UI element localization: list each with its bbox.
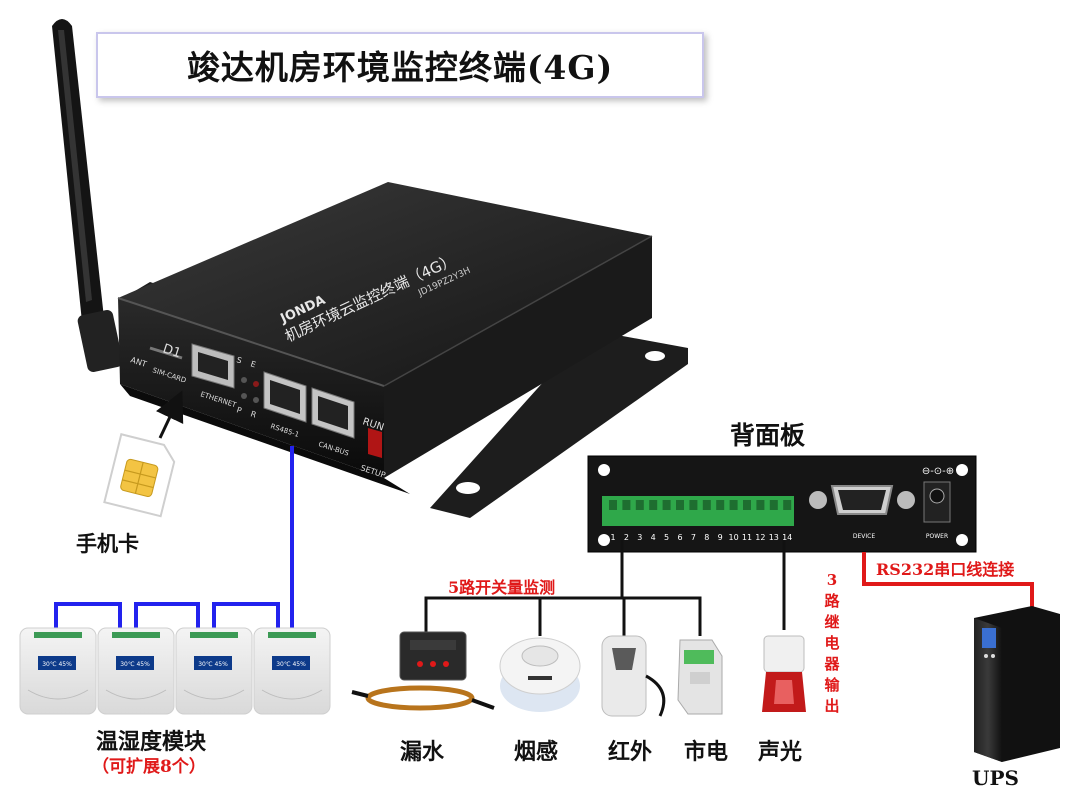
ups-label: UPS <box>972 766 1019 790</box>
terminal-screw[interactable] <box>689 500 698 510</box>
terminal-screw[interactable] <box>756 500 765 510</box>
terminal-screw[interactable] <box>783 500 792 510</box>
can-bus-port[interactable] <box>311 387 355 439</box>
smoke-label: 烟感 <box>514 739 559 765</box>
temp-humidity-module-1: 30℃ 45% <box>19 627 97 715</box>
ethernet-port[interactable] <box>191 343 235 389</box>
mains-power-module-icon <box>677 639 723 715</box>
temp-module-note: （可扩展8个） <box>92 757 206 777</box>
terminal-screw[interactable] <box>676 500 684 510</box>
terminal-screw[interactable] <box>662 500 671 510</box>
temp-humidity-module-4: 30℃ 45% <box>253 627 331 715</box>
smoke-detector-icon <box>499 637 581 712</box>
terminal-number: 11 <box>742 533 752 542</box>
terminal-screw[interactable] <box>702 500 711 510</box>
terminal-number: 5 <box>664 533 669 542</box>
terminal-number: 14 <box>782 533 792 542</box>
terminal-screw[interactable] <box>769 500 778 510</box>
monitoring-terminal-device: ANT D1 SIM-CARD ETHERNET RS485-1 CAN-BUS… <box>117 182 688 518</box>
led-s-label: S <box>235 355 243 365</box>
status-leds <box>241 377 259 403</box>
power-port-label: POWER <box>926 533 948 540</box>
temp-humidity-module-2: 30℃ 45% <box>97 627 175 715</box>
terminal-number: 9 <box>718 533 723 542</box>
rs485-port[interactable] <box>263 371 307 423</box>
switch-monitor-label: 5路开关量监测 <box>448 578 556 597</box>
temp-module-label: 温湿度模块 <box>96 729 207 755</box>
terminal-screw[interactable] <box>635 500 644 510</box>
terminal-screw[interactable] <box>649 500 658 510</box>
rs485-wire <box>54 446 294 628</box>
sensor-display: 30℃ 45% <box>276 661 306 668</box>
page-title: 竣达机房环境监控终端(4G) <box>96 32 704 98</box>
led-e-label: E <box>249 359 257 369</box>
switch-input-wires <box>424 540 702 636</box>
ups-icon <box>974 606 1060 762</box>
db9-serial-port[interactable] <box>809 485 915 515</box>
sim-card-icon <box>103 433 176 518</box>
terminal-number: 1 <box>610 533 615 542</box>
led-p-label: P <box>235 405 243 415</box>
sensor-display: 30℃ 45% <box>198 661 228 668</box>
terminal-screw[interactable] <box>743 500 751 510</box>
rs232-link-label: RS232串口线连接 <box>876 560 1015 579</box>
sim-slot-label: D1 <box>161 342 183 362</box>
sim-card-label-text: 手机卡 <box>76 531 139 556</box>
sensor-display: 30℃ 45% <box>42 661 72 668</box>
water-leak-label: 漏水 <box>400 739 445 765</box>
terminal-screw[interactable] <box>609 500 617 510</box>
setup-switch[interactable] <box>368 428 382 458</box>
terminal-screw[interactable] <box>622 500 631 510</box>
sensor-display: 30℃ 45% <box>120 661 150 668</box>
terminal-block[interactable] <box>602 496 794 526</box>
device-port-label: DEVICE <box>853 533 875 540</box>
terminal-number: 13 <box>769 533 779 542</box>
rs232-wire <box>862 552 1034 612</box>
led-r-label: R <box>249 409 257 419</box>
terminal-screw[interactable] <box>729 500 738 510</box>
terminal-number: 8 <box>704 533 709 542</box>
mains-label: 市电 <box>684 739 729 765</box>
terminal-number: 2 <box>624 533 629 542</box>
terminal-number: 12 <box>755 533 765 542</box>
sound-light-label: 声光 <box>758 739 803 765</box>
terminal-number: 6 <box>677 533 682 542</box>
temp-humidity-module-3: 30℃ 45% <box>175 627 253 715</box>
power-jack[interactable] <box>923 481 951 523</box>
water-leak-sensor-icon <box>351 631 495 711</box>
terminal-number: 10 <box>729 533 739 542</box>
relay-output-label: 3 路 继 电 器 输 出 <box>824 571 840 715</box>
dc-polarity-icon: ⊖-⊙-⊕ <box>922 466 954 477</box>
sim-insert-arrow <box>156 390 184 439</box>
back-panel-title: 背面板 <box>730 421 806 450</box>
terminal-number: 4 <box>651 533 656 542</box>
terminal-number: 3 <box>637 533 642 542</box>
siren-strobe-icon <box>762 635 806 712</box>
sim-slot[interactable] <box>149 346 183 360</box>
terminal-screw[interactable] <box>716 500 725 510</box>
terminal-number: 7 <box>691 533 696 542</box>
infrared-sensor-icon <box>601 635 666 717</box>
antenna-icon <box>52 19 123 372</box>
infrared-label: 红外 <box>608 739 653 765</box>
